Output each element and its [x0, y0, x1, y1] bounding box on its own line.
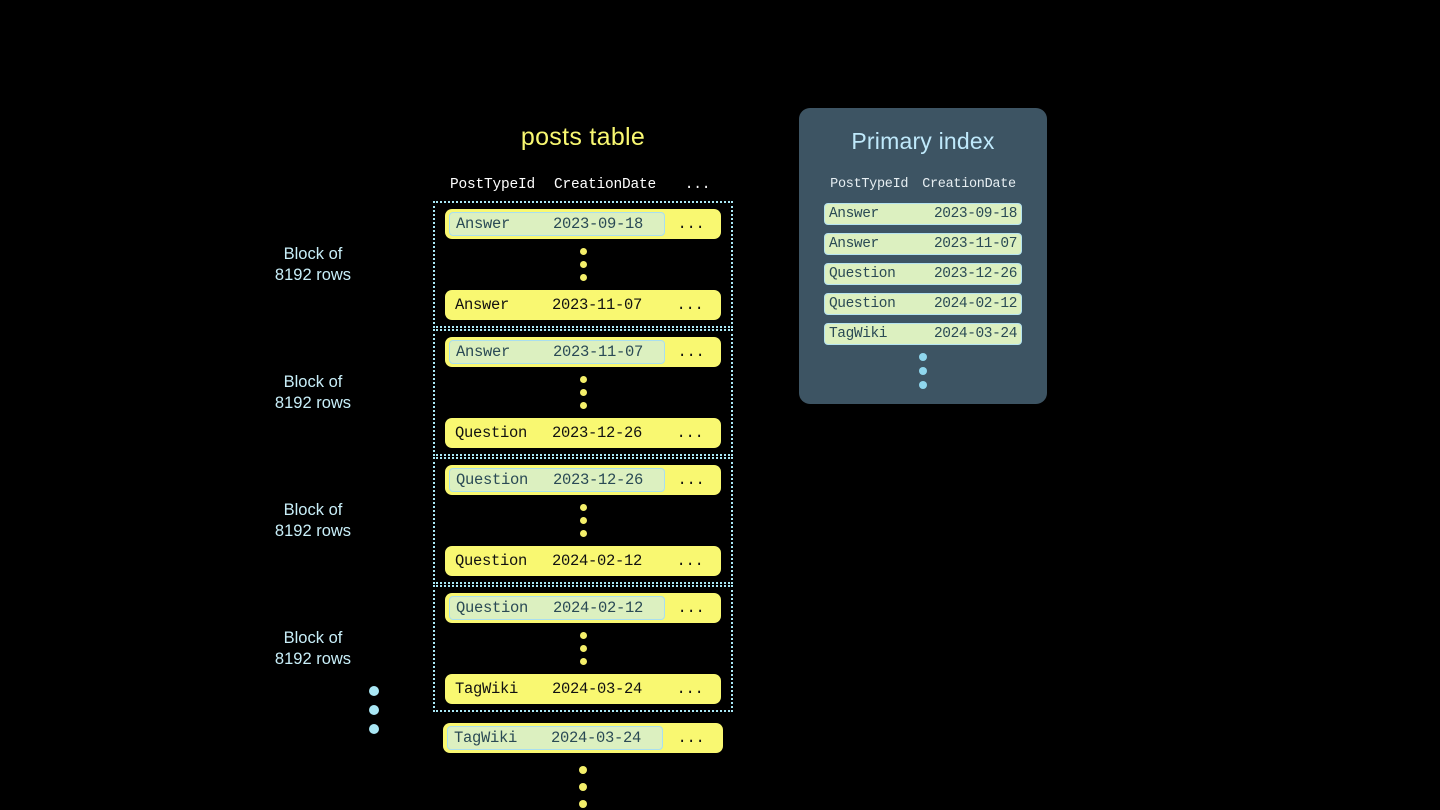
- table-row: Question 2023-12-26 ...: [445, 465, 721, 495]
- table-row: TagWiki 2024-03-24 ...: [443, 723, 723, 753]
- posts-table-diagram: posts table PostTypeId CreationDate ... …: [275, 118, 733, 808]
- cell-more: ...: [676, 296, 704, 314]
- cell-creationdate: 2024-03-24: [551, 729, 642, 747]
- index-cell-posttypeid: TagWiki: [829, 326, 888, 342]
- cell-more: ...: [676, 552, 704, 570]
- cell-creationdate: 2023-12-26: [552, 424, 643, 442]
- index-cell-posttypeid: Question: [829, 296, 896, 312]
- page-title: posts table: [520, 123, 646, 151]
- block-0: Block of 8192 rows Answer 2023-09-18 ...…: [275, 201, 733, 328]
- index-cell-creationdate: 2023-12-26: [933, 266, 1017, 282]
- table-row: Answer 2023-09-18 ...: [445, 209, 721, 239]
- index-cell-creationdate: 2023-09-18: [933, 206, 1017, 222]
- index-row: Question 2023-12-26: [824, 263, 1022, 285]
- index-cell-posttypeid: Answer: [829, 236, 879, 252]
- primary-index-panel: Primary index PostTypeId CreationDate An…: [799, 108, 1047, 404]
- index-cell-posttypeid: Question: [829, 266, 896, 282]
- blocks-ellipsis-icon: [369, 686, 379, 734]
- cell-creationdate: 2023-12-26: [553, 471, 644, 489]
- table-row: Question 2023-12-26 ...: [445, 418, 721, 448]
- cell-posttypeid: Answer: [456, 343, 511, 361]
- cell-more: ...: [677, 599, 705, 617]
- row-plain-cells: Answer 2023-11-07: [449, 293, 663, 317]
- index-column-header-posttypeid: PostTypeId: [830, 177, 909, 192]
- cell-more: ...: [677, 471, 705, 489]
- table-ellipsis-icon: [433, 766, 733, 808]
- table-row: Question 2024-02-12 ...: [445, 593, 721, 623]
- cell-creationdate: 2024-02-12: [552, 552, 643, 570]
- cell-creationdate: 2023-11-07: [552, 296, 643, 314]
- index-row: TagWiki 2024-03-24: [824, 323, 1022, 345]
- cell-more: ...: [676, 680, 704, 698]
- trailing-row-wrapper: TagWiki 2024-03-24 ...: [433, 723, 733, 753]
- row-key-chip: Answer 2023-09-18: [449, 212, 665, 236]
- cell-more: ...: [677, 215, 705, 233]
- row-plain-cells: Question 2024-02-12: [449, 549, 663, 573]
- blocks-area: Block of 8192 rows Answer 2023-09-18 ...…: [275, 201, 733, 808]
- block-label-0: Block of 8192 rows: [274, 244, 352, 284]
- cell-more: ...: [677, 343, 705, 361]
- table-row: TagWiki 2024-03-24 ...: [445, 674, 721, 704]
- cell-posttypeid: Answer: [455, 296, 510, 314]
- index-column-header-creationdate: CreationDate: [922, 177, 1016, 192]
- block-label-3: Block of 8192 rows: [274, 628, 352, 668]
- primary-index-rows: Answer 2023-09-18 Answer 2023-11-07 Ques…: [799, 203, 1047, 345]
- cell-posttypeid: Answer: [456, 215, 511, 233]
- index-row: Question 2024-02-12: [824, 293, 1022, 315]
- index-cell-creationdate: 2024-02-12: [933, 296, 1017, 312]
- row-ellipsis-icon: [435, 495, 731, 546]
- cell-posttypeid: Question: [456, 471, 529, 489]
- cell-posttypeid: TagWiki: [455, 680, 519, 698]
- block-label-2: Block of 8192 rows: [274, 500, 352, 540]
- column-header-more: ...: [684, 177, 711, 193]
- index-ellipsis-icon: [799, 353, 1047, 389]
- cell-creationdate: 2024-03-24: [552, 680, 643, 698]
- row-ellipsis-icon: [435, 367, 731, 418]
- cell-more: ...: [677, 729, 705, 747]
- primary-index-title: Primary index: [851, 128, 995, 154]
- row-plain-cells: Question 2023-12-26: [449, 421, 663, 445]
- cell-creationdate: 2023-09-18: [553, 215, 644, 233]
- row-plain-cells: TagWiki 2024-03-24: [449, 677, 663, 701]
- index-row: Answer 2023-09-18: [824, 203, 1022, 225]
- block-3: Block of 8192 rows Question 2024-02-12 .…: [275, 585, 733, 712]
- cell-more: ...: [676, 424, 704, 442]
- block-2: Block of 8192 rows Question 2023-12-26 .…: [275, 457, 733, 584]
- block-label-1: Block of 8192 rows: [274, 372, 352, 412]
- row-key-chip: Question 2023-12-26: [449, 468, 665, 492]
- row-key-chip: TagWiki 2024-03-24: [447, 726, 663, 750]
- index-cell-posttypeid: Answer: [829, 206, 879, 222]
- table-row: Question 2024-02-12 ...: [445, 546, 721, 576]
- index-cell-creationdate: 2023-11-07: [933, 236, 1017, 252]
- cell-creationdate: 2024-02-12: [553, 599, 644, 617]
- cell-posttypeid: Question: [456, 599, 529, 617]
- cell-posttypeid: Question: [455, 552, 528, 570]
- table-row: Answer 2023-11-07 ...: [445, 337, 721, 367]
- column-header-creationdate: CreationDate: [554, 177, 657, 193]
- posts-table-column-header: PostTypeId CreationDate ...: [433, 173, 733, 197]
- table-row: Answer 2023-11-07 ...: [445, 290, 721, 320]
- row-ellipsis-icon: [435, 623, 731, 674]
- column-header-posttypeid: PostTypeId: [450, 177, 536, 193]
- block-1: Block of 8192 rows Answer 2023-11-07 ...…: [275, 329, 733, 456]
- row-key-chip: Question 2024-02-12: [449, 596, 665, 620]
- cell-posttypeid: TagWiki: [454, 729, 518, 747]
- row-key-chip: Answer 2023-11-07: [449, 340, 665, 364]
- cell-posttypeid: Question: [455, 424, 528, 442]
- index-cell-creationdate: 2024-03-24: [933, 326, 1017, 342]
- row-ellipsis-icon: [435, 239, 731, 290]
- primary-index-column-header: PostTypeId CreationDate: [799, 177, 1047, 192]
- index-row: Answer 2023-11-07: [824, 233, 1022, 255]
- cell-creationdate: 2023-11-07: [553, 343, 644, 361]
